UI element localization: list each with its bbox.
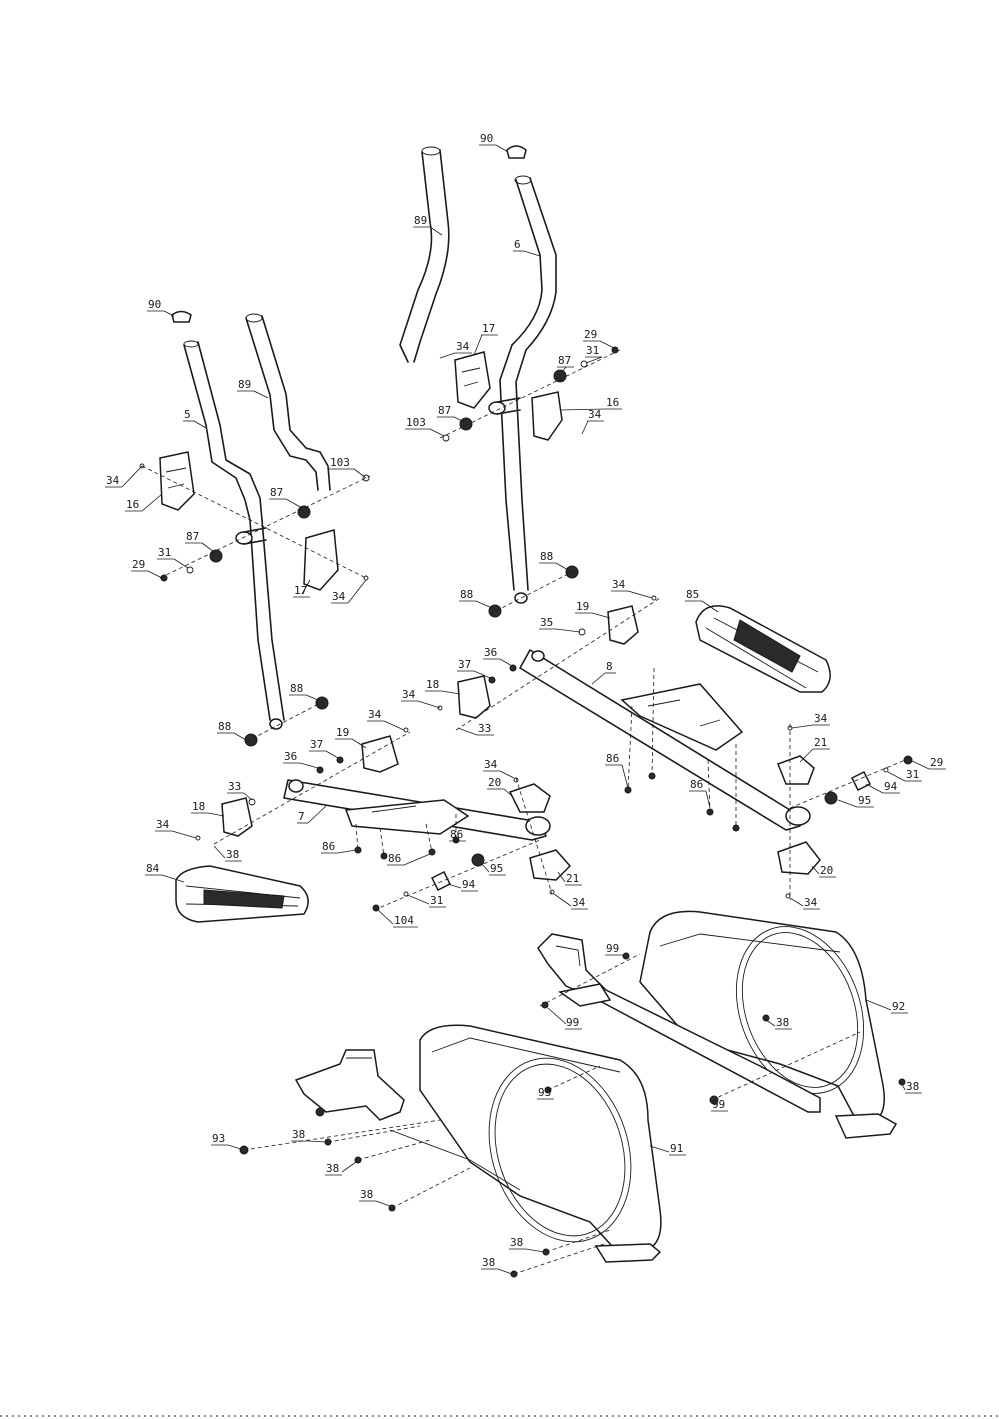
label-18: 18 bbox=[192, 800, 205, 813]
label-34: 34 bbox=[456, 340, 470, 353]
label-38: 38 bbox=[360, 1188, 373, 1201]
label-86: 86 bbox=[450, 828, 463, 841]
label-92: 92 bbox=[892, 1000, 905, 1013]
label-88: 88 bbox=[460, 588, 473, 601]
label-87: 87 bbox=[270, 486, 283, 499]
label-21: 21 bbox=[566, 872, 579, 885]
label-36: 36 bbox=[284, 750, 297, 763]
label-99: 99 bbox=[712, 1098, 725, 1111]
shroud-right-92 bbox=[640, 909, 896, 1138]
label-16: 16 bbox=[606, 396, 619, 409]
label-89: 89 bbox=[414, 214, 427, 227]
shroud-left-91 bbox=[420, 1025, 661, 1262]
label-37: 37 bbox=[310, 738, 323, 751]
label-31: 31 bbox=[906, 768, 919, 781]
label-33: 33 bbox=[228, 780, 241, 793]
label-103: 103 bbox=[330, 456, 350, 469]
label-36: 36 bbox=[484, 646, 497, 659]
label-8: 8 bbox=[606, 660, 613, 673]
label-89: 89 bbox=[238, 378, 251, 391]
label-90: 90 bbox=[148, 298, 161, 311]
label-34: 34 bbox=[572, 896, 586, 909]
label-88: 88 bbox=[540, 550, 553, 563]
label-88: 88 bbox=[290, 682, 303, 695]
label-38: 38 bbox=[292, 1128, 305, 1141]
label-91: 91 bbox=[670, 1142, 683, 1155]
label-34: 34 bbox=[106, 474, 120, 487]
label-104: 104 bbox=[394, 914, 414, 927]
label-103: 103 bbox=[406, 416, 426, 429]
label-20: 20 bbox=[820, 864, 833, 877]
label-38: 38 bbox=[326, 1162, 339, 1175]
label-94: 94 bbox=[462, 878, 476, 891]
label-31: 31 bbox=[430, 894, 443, 907]
label-34: 34 bbox=[804, 896, 818, 909]
label-17: 17 bbox=[294, 584, 307, 597]
label-16: 16 bbox=[126, 498, 139, 511]
label-93: 93 bbox=[538, 1086, 551, 1099]
label-38: 38 bbox=[906, 1080, 919, 1093]
label-34: 34 bbox=[612, 578, 626, 591]
label-19: 19 bbox=[336, 726, 349, 739]
label-34: 34 bbox=[368, 708, 382, 721]
label-34: 34 bbox=[332, 590, 346, 603]
label-31: 31 bbox=[586, 344, 599, 357]
label-34: 34 bbox=[484, 758, 498, 771]
label-18: 18 bbox=[426, 678, 439, 691]
label-95: 95 bbox=[490, 862, 503, 875]
label-99: 99 bbox=[566, 1016, 579, 1029]
pedal-85 bbox=[696, 606, 830, 692]
label-95: 95 bbox=[858, 794, 871, 807]
label-84: 84 bbox=[146, 862, 160, 875]
label-19: 19 bbox=[576, 600, 589, 613]
label-35: 35 bbox=[540, 616, 553, 629]
label-38: 38 bbox=[510, 1236, 523, 1249]
label-7: 7 bbox=[298, 810, 305, 823]
label-86: 86 bbox=[690, 778, 703, 791]
label-34: 34 bbox=[588, 408, 602, 421]
label-34: 34 bbox=[402, 688, 416, 701]
label-34: 34 bbox=[156, 818, 170, 831]
label-5: 5 bbox=[184, 408, 191, 421]
label-87: 87 bbox=[558, 354, 571, 367]
label-20: 20 bbox=[488, 776, 501, 789]
label-38: 38 bbox=[482, 1256, 495, 1269]
label-99: 99 bbox=[606, 942, 619, 955]
label-17: 17 bbox=[482, 322, 495, 335]
label-90: 90 bbox=[480, 132, 493, 145]
pedal-arm-left bbox=[196, 728, 550, 859]
label-86: 86 bbox=[606, 752, 619, 765]
label-93: 93 bbox=[212, 1132, 225, 1145]
label-21: 21 bbox=[814, 736, 827, 749]
label-33: 33 bbox=[478, 722, 491, 735]
label-31: 31 bbox=[158, 546, 171, 559]
label-29: 29 bbox=[584, 328, 597, 341]
label-86: 86 bbox=[322, 840, 335, 853]
label-29: 29 bbox=[132, 558, 145, 571]
right-pivot-hardware bbox=[440, 347, 620, 441]
handlebar-left bbox=[140, 312, 370, 721]
label-38: 38 bbox=[226, 848, 239, 861]
pedal-84 bbox=[176, 866, 308, 922]
label-88: 88 bbox=[218, 720, 231, 733]
label-34: 34 bbox=[814, 712, 828, 725]
label-29: 29 bbox=[930, 756, 943, 769]
label-38: 38 bbox=[776, 1016, 789, 1029]
label-87: 87 bbox=[186, 530, 199, 543]
label-37: 37 bbox=[458, 658, 471, 671]
label-6: 6 bbox=[514, 238, 521, 251]
label-87: 87 bbox=[438, 404, 451, 417]
label-86: 86 bbox=[388, 852, 401, 865]
label-94: 94 bbox=[884, 780, 898, 793]
label-85: 85 bbox=[686, 588, 699, 601]
